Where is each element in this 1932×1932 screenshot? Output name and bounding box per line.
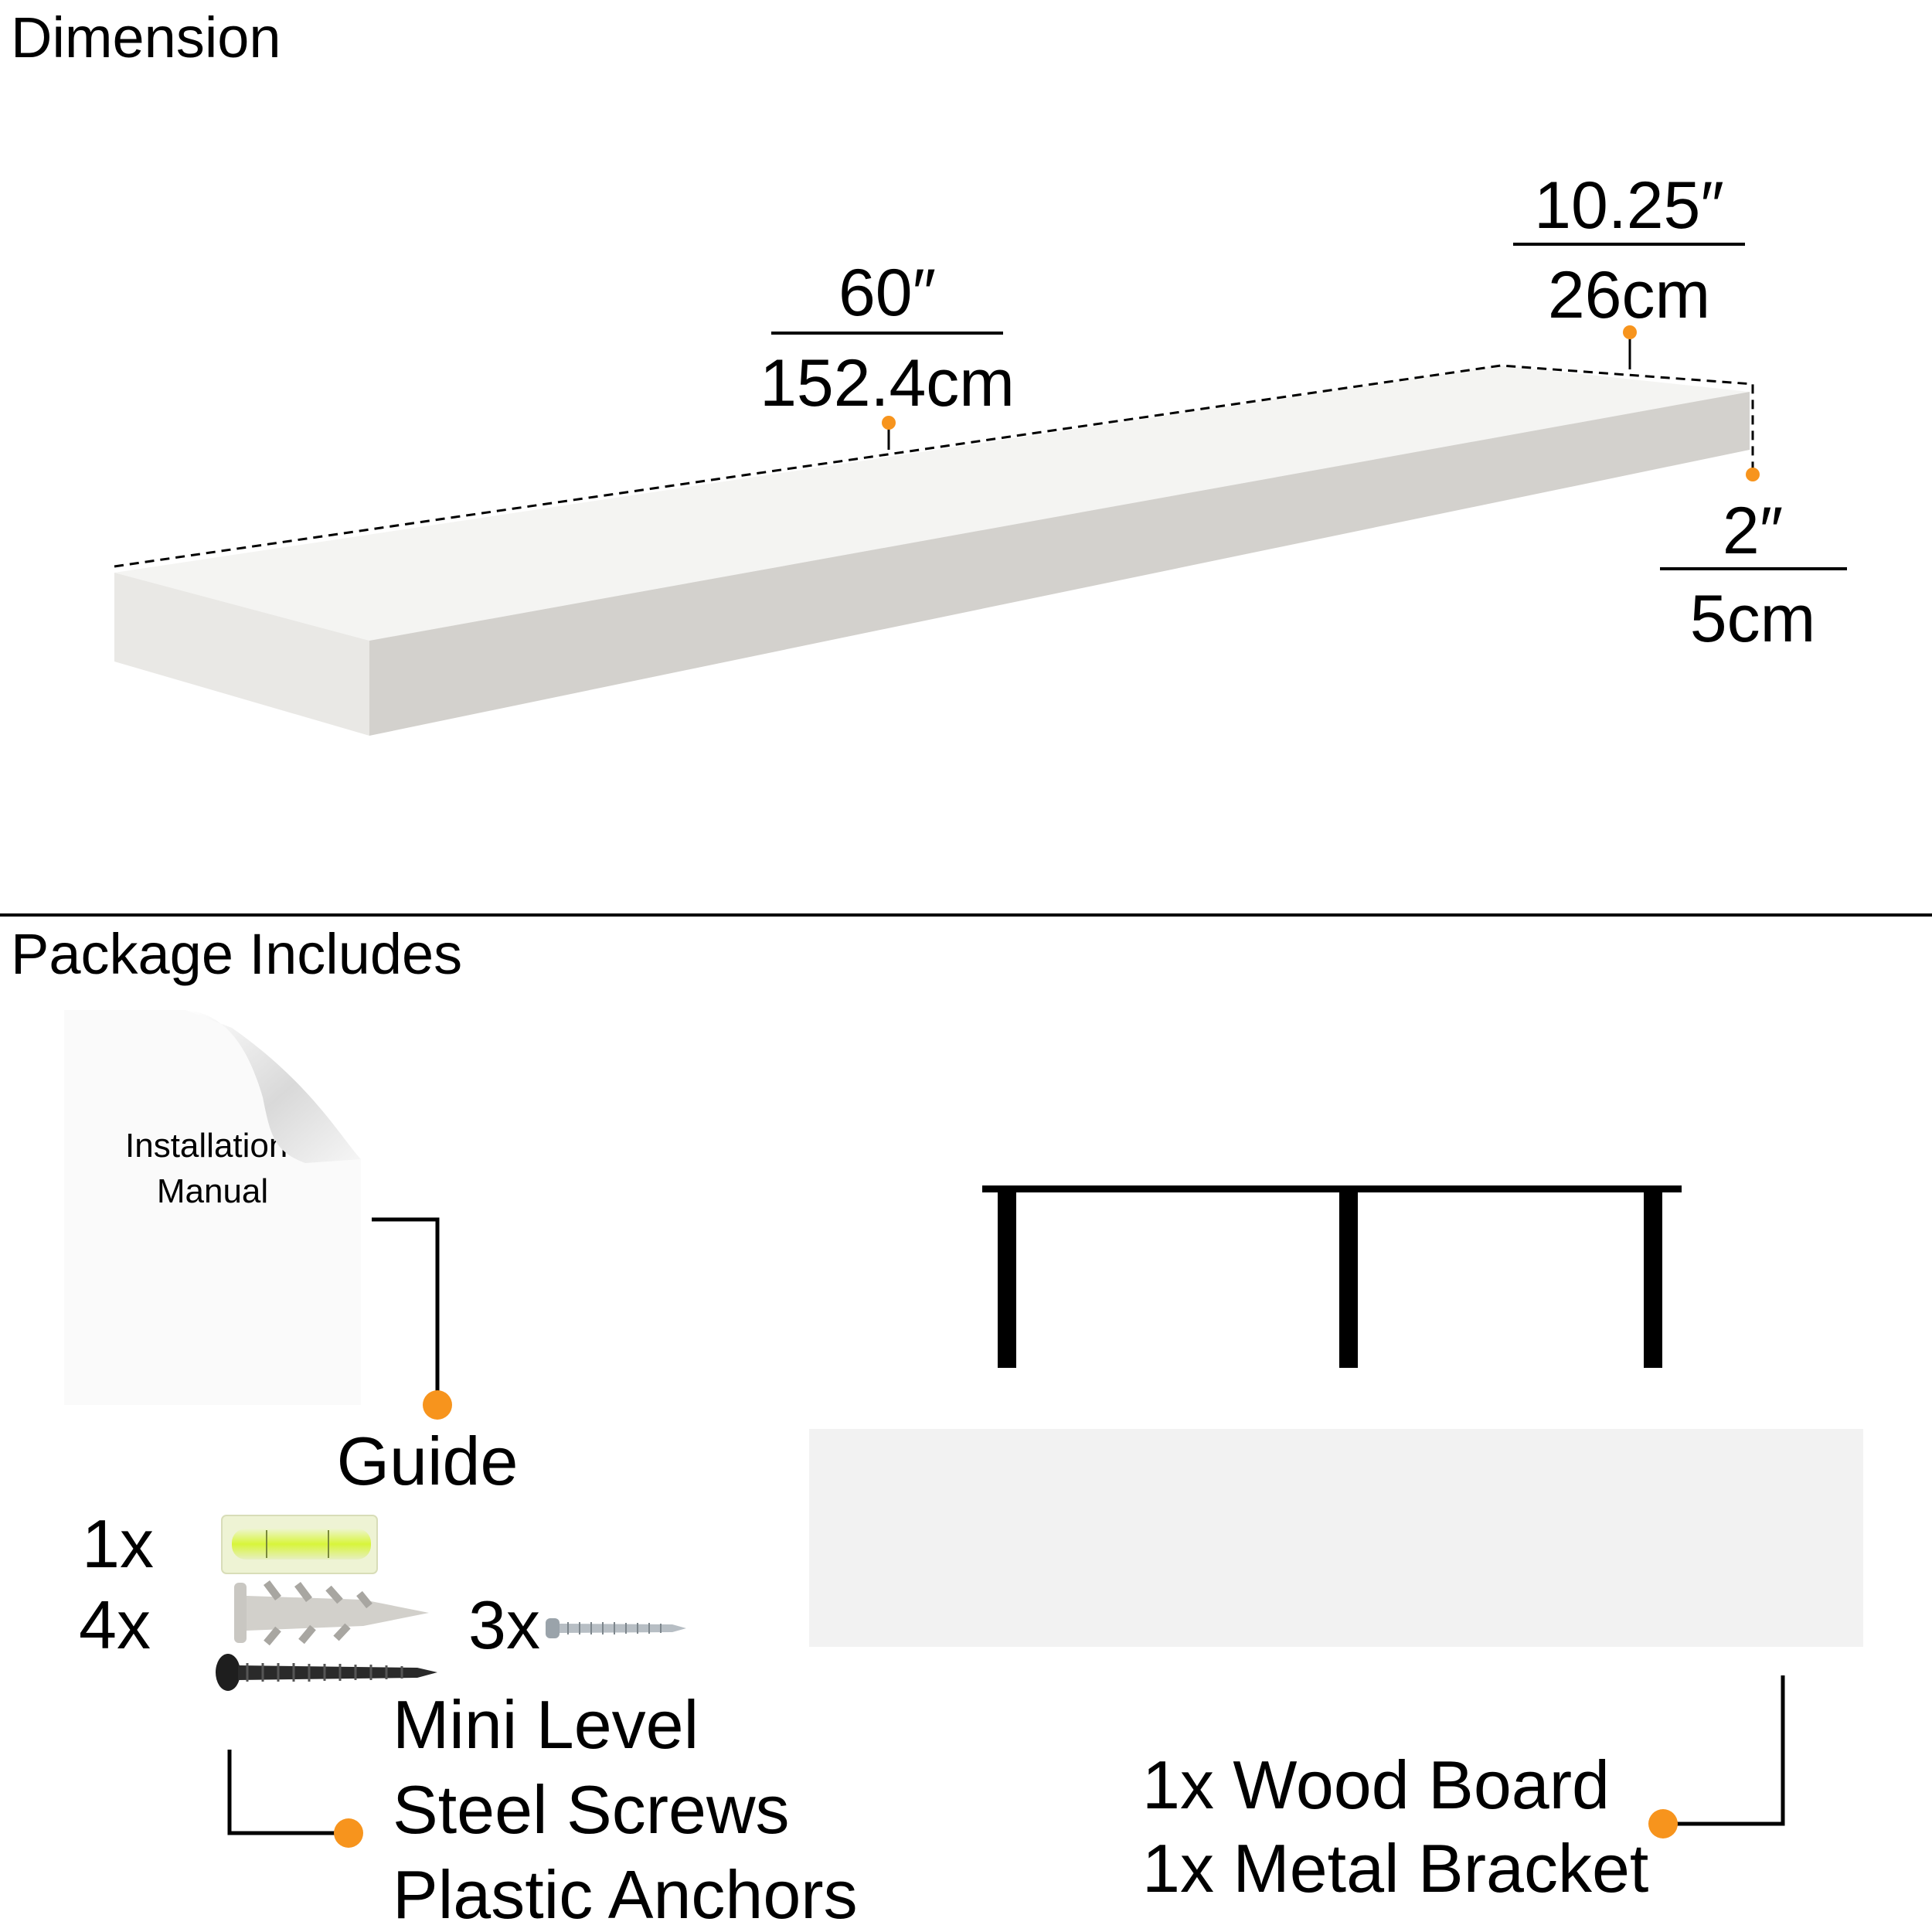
manual-title-line1: Installation xyxy=(125,1127,287,1165)
depth-metric: 26cm xyxy=(1548,258,1710,332)
wood-board-label: 1x Wood Board xyxy=(1142,1747,1610,1823)
depth-dimension: 10.25″ 26cm xyxy=(1513,168,1745,369)
package-title: Package Includes xyxy=(11,922,462,986)
metal-bracket-icon xyxy=(982,1185,1682,1368)
level-quantity: 1x xyxy=(82,1505,154,1582)
length-imperial: 60″ xyxy=(838,256,936,330)
metal-bracket-label: 1x Metal Bracket xyxy=(1142,1830,1648,1906)
parts-connector xyxy=(1663,1675,1785,1826)
installation-manual: Installation Manual xyxy=(64,1010,361,1405)
marker-dot xyxy=(882,416,896,430)
steel-screws-label: Steel Screws xyxy=(393,1771,790,1848)
marker-dot xyxy=(1623,325,1637,339)
plastic-anchors-label: Plastic Anchors xyxy=(393,1856,858,1932)
marker-dot xyxy=(1746,468,1760,481)
thickness-dimension: 2″ 5cm xyxy=(1660,468,1847,656)
shelf-illustration xyxy=(114,366,1750,736)
length-dimension: 60″ 152.4cm xyxy=(760,256,1015,450)
marker-dot xyxy=(334,1818,363,1848)
dimension-dashed-outline xyxy=(114,364,1754,568)
dimension-title: Dimension xyxy=(11,5,281,70)
screw-quantity: 3x xyxy=(468,1587,540,1663)
mini-level-icon xyxy=(221,1515,378,1574)
hardware-connector xyxy=(227,1750,349,1835)
anchor-quantity: 4x xyxy=(79,1587,151,1663)
steel-screw-icon xyxy=(546,1618,686,1638)
thickness-metric: 5cm xyxy=(1690,582,1815,656)
marker-dot xyxy=(423,1390,452,1420)
plastic-anchor-icon xyxy=(234,1580,429,1646)
marker-dot xyxy=(1648,1809,1678,1838)
manual-title-line2: Manual xyxy=(157,1172,268,1210)
guide-connector xyxy=(372,1217,440,1405)
thickness-imperial: 2″ xyxy=(1723,494,1783,568)
mini-level-label: Mini Level xyxy=(393,1686,699,1763)
guide-label: Guide xyxy=(337,1423,519,1499)
depth-imperial: 10.25″ xyxy=(1534,168,1724,243)
black-screw-icon xyxy=(216,1654,437,1691)
wood-board-icon xyxy=(809,1429,1863,1647)
length-metric: 152.4cm xyxy=(760,346,1015,420)
